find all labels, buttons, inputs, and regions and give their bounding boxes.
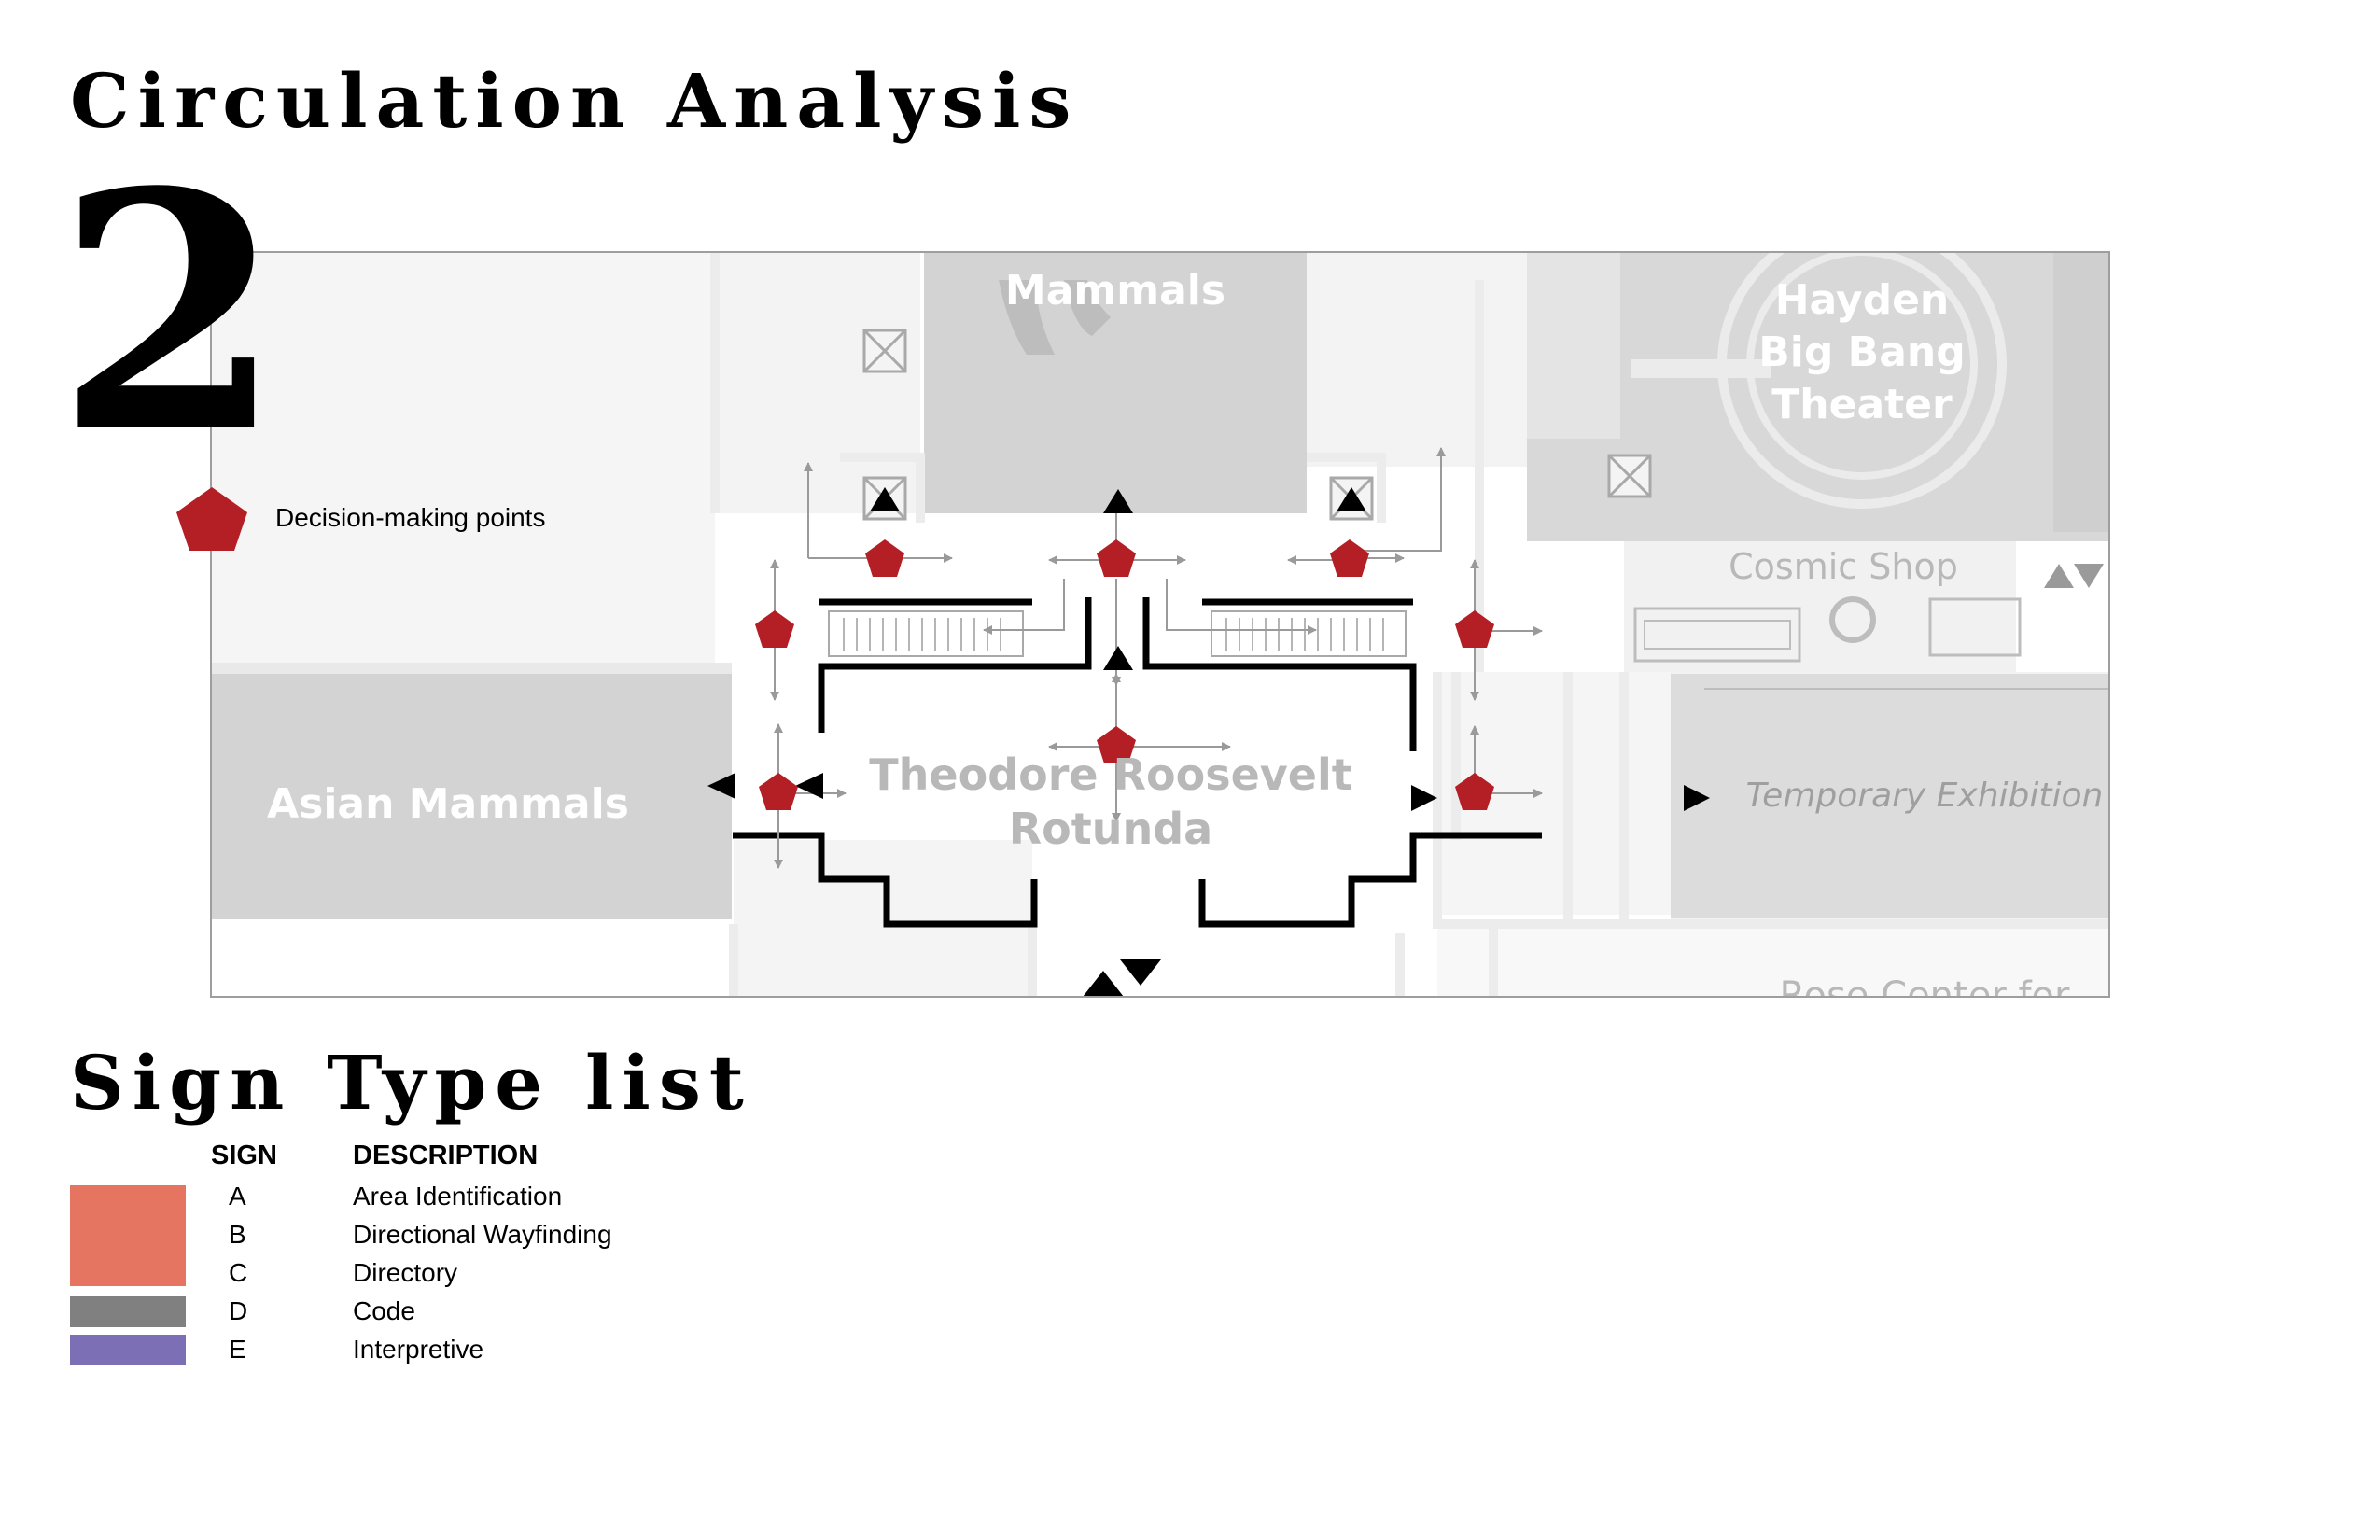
label-temporary-exhibition: Temporary Exhibition <box>1746 777 2104 815</box>
label-asian-mammals: Asian Mammals <box>267 780 629 828</box>
label-rotunda-line1: Theodore Roosevelt <box>869 749 1352 800</box>
floor-plan-map: Mammals Hayden Big Bang Theater Cosmic S… <box>210 251 2110 1017</box>
cosmic-shop <box>1624 541 2016 672</box>
escalator-right <box>1211 610 1407 657</box>
label-hayden: Hayden <box>1775 276 1950 324</box>
sign-code-c: C <box>229 1258 248 1287</box>
sign-type-title: Sign Type list <box>70 1039 752 1127</box>
label-big-bang: Big Bang <box>1758 329 1965 376</box>
asian-mammals-room <box>211 672 732 919</box>
section-number: 2 <box>56 120 284 505</box>
direction-arrows <box>707 487 1710 997</box>
description-column-header: DESCRIPTION <box>353 1141 539 1170</box>
swatch-interpretive <box>70 1335 186 1365</box>
sign-code-a: A <box>229 1182 246 1211</box>
upper-left-area <box>211 252 715 663</box>
escalator-left <box>828 610 1024 657</box>
sign-column-header: SIGN <box>211 1141 277 1170</box>
label-theater: Theater <box>1771 381 1953 428</box>
decision-points-label: Decision-making points <box>275 503 546 532</box>
label-mammals: Mammals <box>1005 267 1225 315</box>
swatch-code <box>70 1296 186 1327</box>
sign-code-b: B <box>229 1220 246 1249</box>
sign-desc-a: Area Identification <box>353 1182 563 1211</box>
sign-code-d: D <box>229 1296 248 1325</box>
sign-desc-c: Directory <box>353 1258 458 1287</box>
sign-desc-e: Interpretive <box>353 1335 484 1364</box>
label-rose-center: Rose Center for <box>1780 974 2071 1017</box>
sign-code-e: E <box>229 1335 246 1364</box>
decision-point-icon <box>176 487 247 551</box>
temporary-exhibition-room <box>1671 674 2109 918</box>
sign-desc-b: Directional Wayfinding <box>353 1220 612 1249</box>
sign-desc-d: Code <box>353 1296 415 1325</box>
swatch-area-directional <box>70 1185 186 1286</box>
label-rotunda-line2: Rotunda <box>1009 804 1212 854</box>
decision-point-markers <box>755 539 1494 810</box>
decision-points-legend: Decision-making points <box>173 483 545 553</box>
label-cosmic-shop: Cosmic Shop <box>1729 546 1958 587</box>
mammals-room <box>924 252 1307 513</box>
page-title: Circulation Analysis <box>70 57 1080 145</box>
